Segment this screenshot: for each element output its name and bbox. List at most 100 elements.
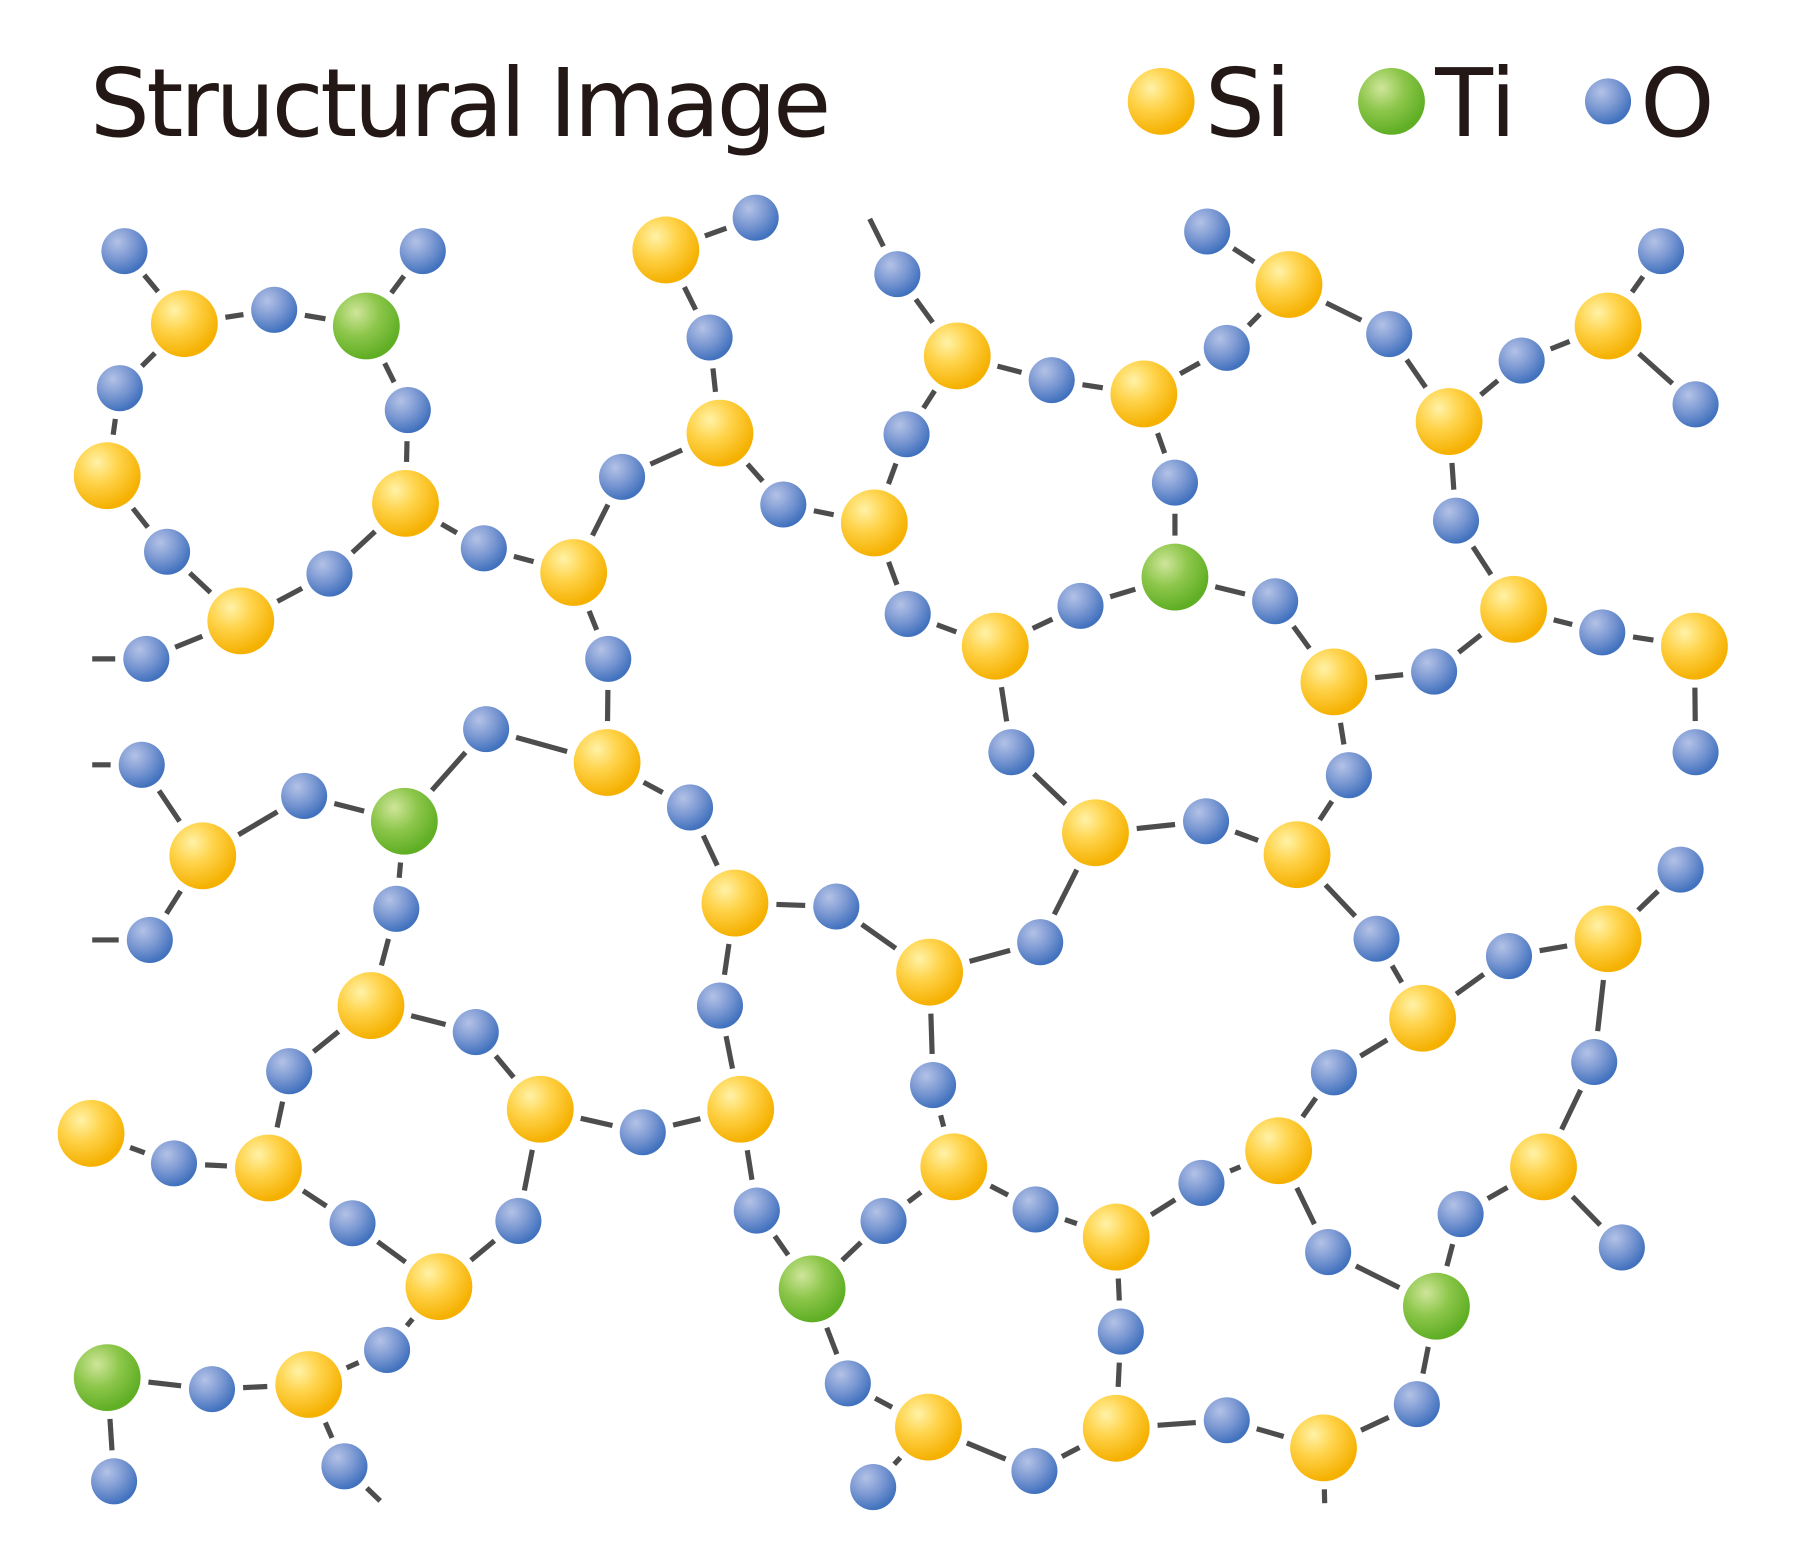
bond-line (649, 447, 684, 467)
bond-line (745, 462, 765, 483)
o-atom-icon (91, 1458, 138, 1505)
si-atom-icon (235, 1134, 302, 1202)
bond-line (1389, 964, 1404, 984)
si-atom-icon (540, 539, 608, 606)
o-atom-icon (1011, 1447, 1058, 1494)
si-atom-icon (1062, 799, 1129, 867)
o-atom-icon (1498, 337, 1545, 384)
si-atom-icon (920, 1133, 988, 1201)
bond-line (1449, 462, 1457, 490)
bond-line (174, 633, 204, 650)
bond-line (1231, 246, 1256, 265)
o-atom-icon (883, 411, 930, 458)
bond-line (515, 734, 568, 754)
si-atom-icon (372, 469, 439, 537)
bond-line (723, 1035, 736, 1070)
bond-line (156, 789, 182, 823)
si-atom-icon (632, 216, 700, 284)
bond-line (721, 943, 732, 976)
bond-line (1149, 1197, 1177, 1218)
si-atom-icon (1082, 1203, 1150, 1271)
bond-line (148, 1379, 182, 1389)
si-atom-icon (961, 612, 1029, 680)
bond-line (1178, 360, 1201, 377)
o-atom-icon (910, 1062, 957, 1109)
bond-line (350, 529, 377, 555)
o-atom-icon (733, 1187, 780, 1234)
o-atom-icon (1637, 228, 1685, 275)
bond-line (1539, 943, 1568, 954)
bond-line (333, 801, 365, 814)
o-atom-icon (1585, 78, 1632, 125)
ti-atom-icon (1141, 543, 1209, 611)
bond-line (1420, 1346, 1431, 1375)
o-atom-icon (760, 481, 807, 528)
bond-line (301, 1188, 328, 1209)
bond-line (921, 389, 937, 410)
bond-line (1359, 1415, 1390, 1433)
o-atom-icon (1151, 459, 1198, 506)
o-atom-icon (1183, 798, 1230, 845)
bond-line (242, 1383, 268, 1391)
si-atom-icon (1290, 1414, 1357, 1482)
bond-line (744, 1149, 755, 1181)
bond-line (440, 521, 459, 536)
o-atom-icon (1203, 1397, 1250, 1444)
bond-line (396, 862, 404, 879)
bond-line (107, 1418, 115, 1451)
o-atom-icon (1178, 1159, 1225, 1206)
bonds-layer (92, 217, 1698, 1504)
o-atom-icon (1325, 752, 1372, 799)
bond-line (772, 1234, 791, 1257)
o-atom-icon (1432, 497, 1480, 544)
bond-line (1359, 1037, 1389, 1059)
bond-line (682, 285, 698, 311)
bond-line (873, 1395, 894, 1410)
bond-line (469, 1238, 497, 1263)
bond-line (1354, 1263, 1401, 1290)
bond-line (913, 297, 935, 325)
legend-label-ti: Ti (1434, 49, 1516, 159)
bond-line (410, 1013, 447, 1027)
si-atom-icon (337, 972, 405, 1039)
o-atom-icon (1028, 357, 1075, 404)
bond-line (1064, 1217, 1078, 1227)
bond-line (1032, 771, 1068, 806)
bond-line (1155, 432, 1168, 455)
ti-atom-icon (1403, 1272, 1470, 1340)
legend-label-si: Si (1205, 49, 1291, 159)
o-atom-icon (123, 635, 170, 682)
si-atom-icon (1389, 984, 1456, 1052)
bond-line (1082, 382, 1104, 391)
bond-line (840, 1240, 863, 1263)
o-atom-icon (373, 885, 420, 932)
si-atom-icon (840, 489, 908, 557)
bond-line (404, 1317, 415, 1328)
o-atom-icon (1017, 919, 1064, 966)
legend: Si Ti O (1127, 49, 1715, 159)
bond-line (140, 351, 157, 369)
bond-line (1337, 722, 1347, 745)
legend-item-o: O (1585, 49, 1715, 159)
o-atom-icon (1393, 1381, 1440, 1428)
bond-line (886, 462, 899, 485)
ti-atom-icon (778, 1255, 846, 1323)
bond-line (703, 225, 728, 239)
o-atom-icon (1203, 324, 1250, 371)
bond-line (968, 947, 1011, 964)
bond-line (382, 362, 397, 384)
bond-line (311, 1029, 341, 1054)
bond-line (1031, 616, 1054, 631)
bond-line (965, 1440, 1007, 1462)
dangling-bond-line (867, 217, 886, 248)
si-atom-icon (1110, 360, 1178, 428)
si-atom-icon (207, 587, 275, 655)
o-atom-icon (306, 550, 353, 597)
si-atom-icon (1127, 67, 1195, 135)
bond-line (322, 1421, 335, 1439)
o-atom-icon (732, 194, 779, 241)
bond-line (187, 571, 213, 595)
bond-line (892, 1455, 903, 1466)
diagram-title: Structural Image (90, 49, 828, 159)
o-atom-icon (1366, 311, 1413, 358)
